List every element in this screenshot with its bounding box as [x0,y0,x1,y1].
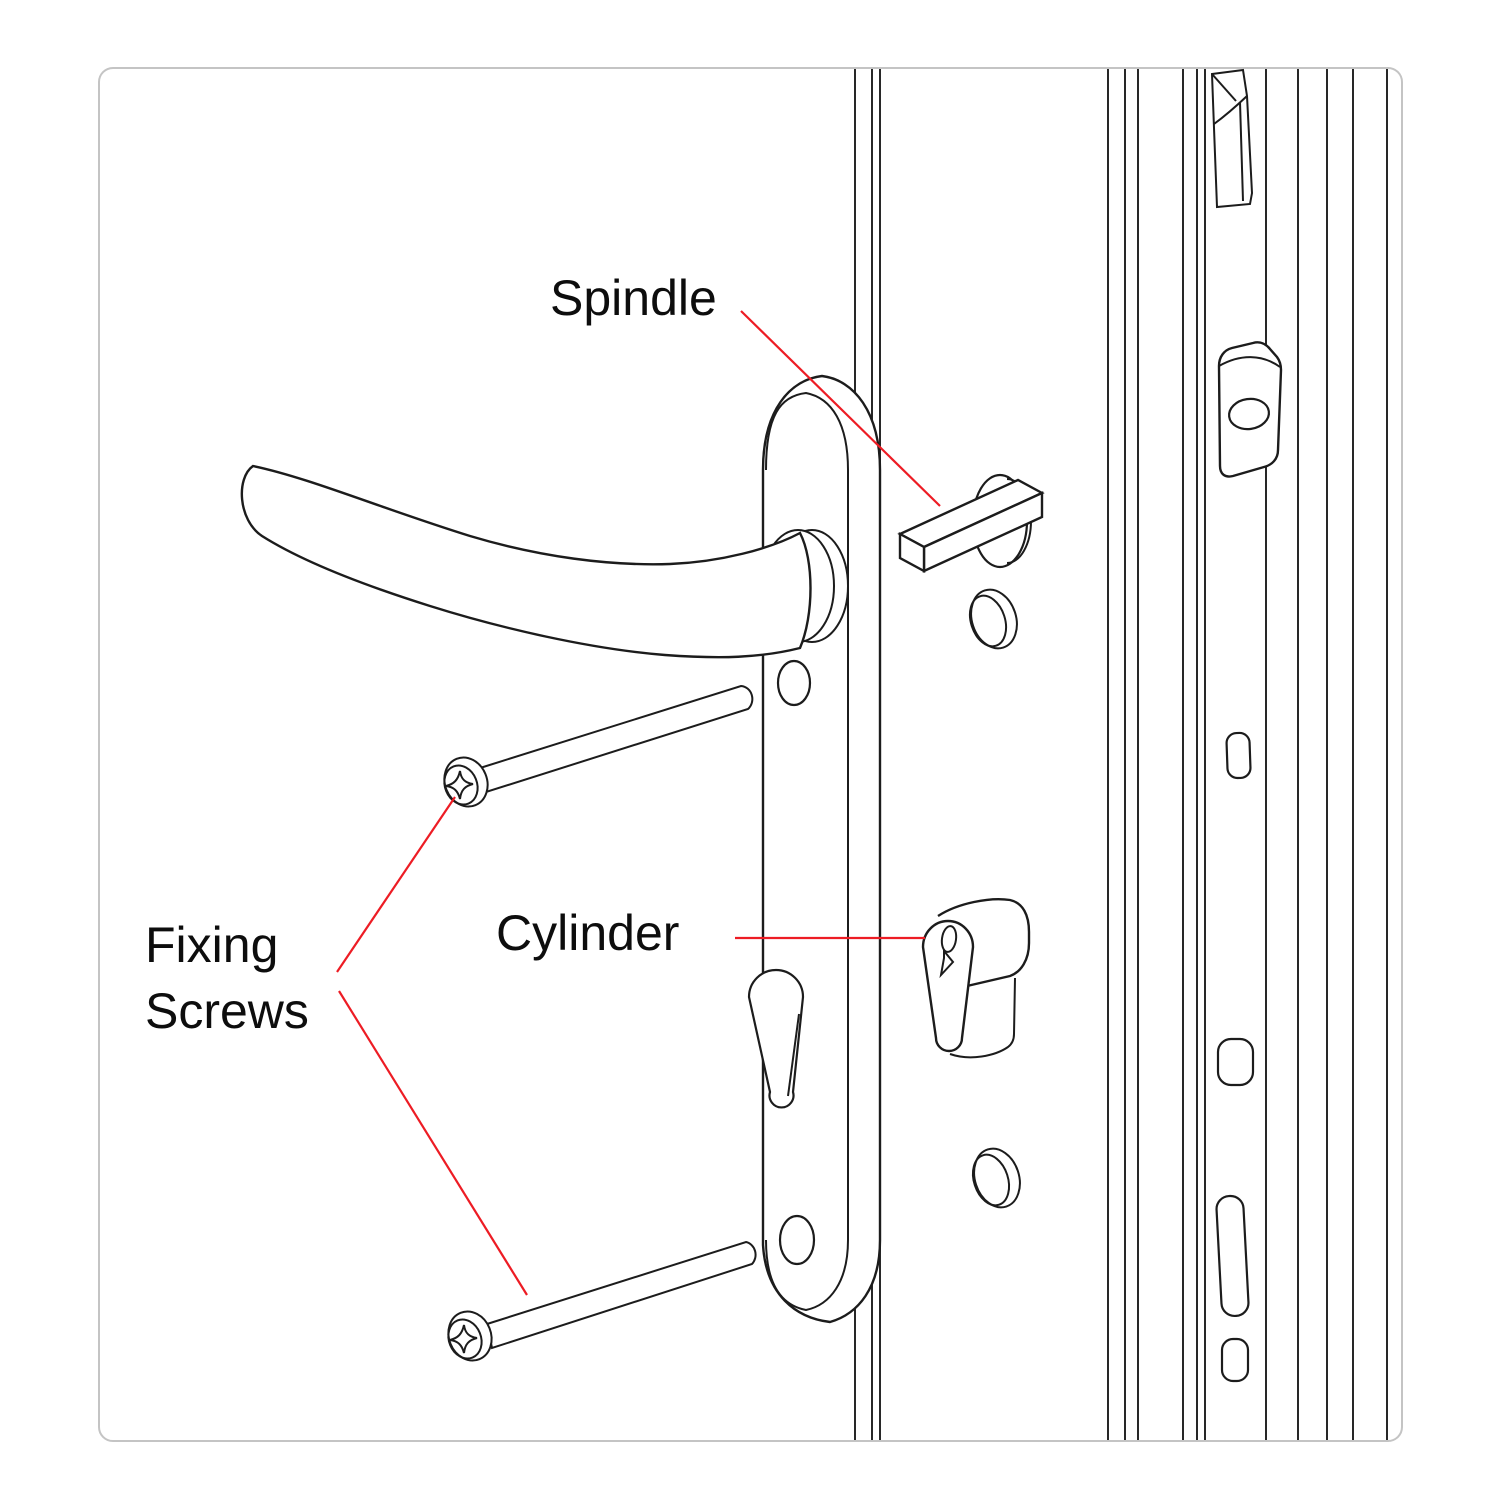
fixing-screw-top [443,684,754,808]
roller-keep [1217,341,1283,478]
strip-slots [1215,731,1255,1383]
plate-keyhole [747,968,805,1109]
phillips-recess-icon [449,1324,478,1354]
backplate-outline [761,374,882,1324]
fixing-screws-label-line2: Screws [145,983,309,1039]
spindle-leader-line [740,310,941,507]
spindle-label: Spindle [550,270,717,326]
lock-strip-profile [1182,69,1388,1440]
plate-screw-hole-bottom [778,1214,816,1266]
latch-bolt [1210,68,1254,209]
backplate-face-line [765,391,849,1312]
handle-lever-assembly [240,464,849,659]
plate-screw-hole-top [776,659,812,707]
handle-backplate [747,374,882,1324]
cylinder-keyway [939,925,958,979]
screw-shaft [485,1240,757,1350]
euro-cylinder [921,898,1031,1059]
screw-shaft [478,684,754,794]
fixing-screws-leader-top [336,796,456,973]
cylinder-face [921,919,975,1053]
cylinder-label: Cylinder [496,905,680,961]
screw-cap-top [968,588,1018,650]
spindle-assembly [897,473,1045,1209]
handle-lever [240,464,812,659]
fixing-screws-leader-bottom [338,990,528,1296]
leader-lines [336,310,941,1296]
cylinder-barrel [949,977,1016,1059]
fixing-screw-bottom [447,1240,757,1362]
card-border [98,67,1403,1442]
screw-cap-bottom [971,1147,1021,1209]
fixing-screws-label-line1: Fixing [145,917,279,973]
phillips-recess-icon [445,770,474,800]
roller-keep-hole [1227,397,1271,431]
spindle-bar [897,478,1045,574]
